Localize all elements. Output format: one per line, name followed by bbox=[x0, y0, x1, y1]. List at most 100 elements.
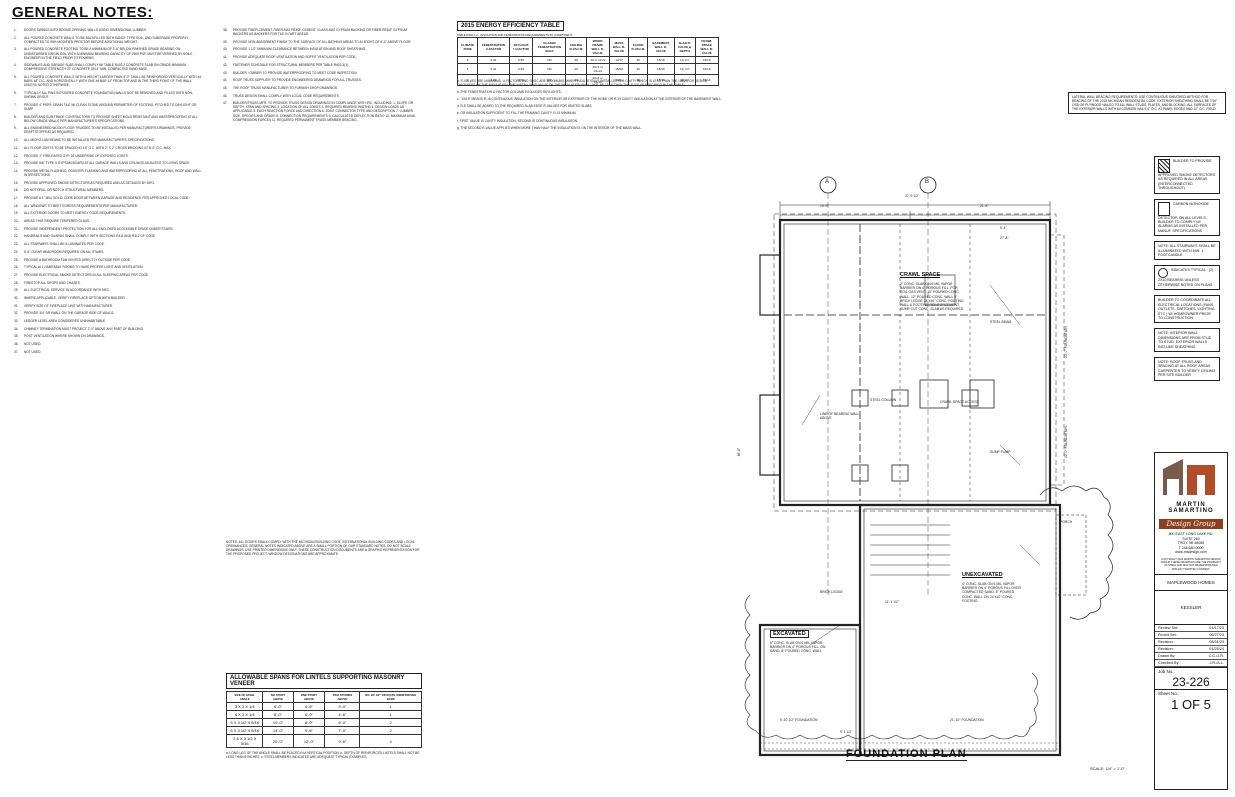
note-number: 42. bbox=[223, 62, 228, 67]
legend-item: NOTE: ALL STAIRWAYS SHALL BE ILLUMINATED… bbox=[1154, 241, 1220, 261]
address-line: www.msdesign.com bbox=[1175, 550, 1207, 555]
energy-note: e. OR INSULATION SUFFICIENT TO FILL THE … bbox=[457, 111, 577, 116]
address-line: 800 EAST LONG LAKE RD. bbox=[1168, 532, 1214, 536]
note-number: 10. bbox=[14, 138, 19, 143]
note-text: PROVIDE FIBER-CEMENT, FIBER-MAT REINF. C… bbox=[233, 28, 408, 37]
grid-label-a: A bbox=[825, 179, 830, 185]
note-text: ALL POURED CONCRETE WALLS WITH A HEIGHT … bbox=[24, 75, 202, 88]
note-text: BUILDER / OWNER TO PROVIDE WATERPROOFING… bbox=[233, 70, 358, 75]
note-text: ALL STAIRWAYS SHALL BE ILLUMINATED PER C… bbox=[24, 242, 105, 247]
lintel-cell: 12'-0" bbox=[292, 734, 326, 748]
energy-header-cell: MASS WALL R-VALUE bbox=[608, 37, 630, 57]
energy-header-cell: FENESTRATION U-FACTOR bbox=[477, 37, 510, 57]
note-text: PROVIDE 1 1/2" MINIMUM CLEARANCE BETWEEN… bbox=[233, 47, 367, 52]
revision-label: Revision: bbox=[1158, 646, 1174, 651]
note-number: 31. bbox=[14, 303, 19, 308]
note-item: 41.PROVIDE ADEQUATE ROOF VENTILATION AND… bbox=[223, 55, 419, 59]
revision-row: Drawn By:C.C./J.R. bbox=[1155, 653, 1227, 660]
note-item: 8.BUILDER AND SUB-TRADE CONTRACTORS TO P… bbox=[14, 115, 204, 123]
address-line: TROY, MI 48085 bbox=[1177, 541, 1205, 546]
job-label: Job No.: bbox=[1155, 666, 1227, 675]
lintels-section: ALLOWABLE SPANS FOR LINTELS SUPPORTING M… bbox=[225, 673, 422, 759]
lintel-cell: 9'-6" bbox=[292, 726, 326, 735]
energy-header-cell: GLAZED FENESTRATION SHGC bbox=[532, 37, 567, 57]
logo-line1: MARTIN bbox=[1176, 502, 1206, 508]
note-item: 6.TYPICALLY ALL PINS IN POURED CONCRETE … bbox=[14, 91, 204, 99]
revision-date: 01/25/24 bbox=[1209, 646, 1224, 651]
energy-cell: 10, 2 ft bbox=[673, 56, 696, 64]
label-dim-mid: 11'-1 1/2" bbox=[885, 600, 900, 604]
note-item: 17.PROVIDE A 1" MIN. SOLID CORE DOOR BET… bbox=[14, 196, 204, 200]
energy-cell: 30 bbox=[628, 56, 648, 64]
energy-cell: 30 bbox=[628, 63, 648, 75]
note-number: 9. bbox=[14, 126, 17, 131]
energy-cell: 15/19 bbox=[646, 74, 675, 86]
lintel-cell: 10'-0" bbox=[262, 718, 294, 727]
revision-date: 01/17/23 bbox=[1209, 625, 1224, 630]
note-text: TYPICAL ALL HABITABLE ROOMS TO HAVE PROP… bbox=[24, 265, 144, 270]
legend-text: CARBON MONOXIDE DETECTOR ON ALL LEVELS. … bbox=[1158, 201, 1209, 233]
energy-cell: 6 bbox=[456, 63, 479, 75]
legend-item: BUILDER TO COORDINATE ALL ELECTRICAL LOC… bbox=[1154, 295, 1220, 324]
note-text: LEDGER LEVEL AREA CONSIDERED UNINHABITAB… bbox=[24, 319, 107, 324]
logo-line2: SAMARTINO bbox=[1168, 508, 1214, 514]
note-item: 23.ALL STAIRWAYS SHALL BE ILLUMINATED PE… bbox=[14, 242, 204, 246]
general-notes-title: GENERAL NOTES: bbox=[12, 4, 153, 21]
general-notes-column-2: 38.PROVIDE FIBER-CEMENT, FIBER-MAT REINF… bbox=[223, 28, 419, 125]
note-text: ALL EXTERIOR DOORS TO MEET ENERGY CODE R… bbox=[24, 211, 127, 216]
note-number: 28. bbox=[14, 280, 19, 285]
legend-text: NOTE: ROOF TRUSS AND SPACING AT ALL ROOF… bbox=[1158, 359, 1216, 378]
energy-cell: 49 bbox=[565, 74, 587, 86]
lintel-cell: 4 bbox=[359, 734, 422, 748]
note-item: 32. PROVIDE 3/4" DRYWALL ON THE GARAGE SI… bbox=[14, 311, 204, 315]
note-text: BUILDER AND SUB-TRADE CONTRACTORS TO PRO… bbox=[24, 114, 198, 123]
note-text: AREAS THAT REQUIRE TEMPERED GLASS. bbox=[24, 219, 91, 224]
note-item: 38.PROVIDE FIBER-CEMENT, FIBER-MAT REINF… bbox=[223, 28, 419, 36]
note-text: ALL ELECTRICAL SERVICE IN ACCORDANCE WIT… bbox=[24, 288, 110, 293]
note-number: 27. bbox=[14, 272, 19, 277]
sheet-label: Sheet No.: bbox=[1155, 688, 1227, 697]
note-item: 40.PROVIDE 1 1/2" MINIMUM CLEARANCE BETW… bbox=[223, 47, 419, 51]
note-number: 30. bbox=[14, 295, 19, 300]
note-number: 1. bbox=[14, 28, 17, 32]
revision-row: Review Set:01/17/23 bbox=[1155, 625, 1227, 632]
crawl-space-notes: 2" CONC. SLAB ON 6 MIL VAPOR BARRIER ON … bbox=[900, 282, 965, 312]
note-text: ALL WINDOWS TO MEET EGRESS REQUIREMENTS … bbox=[24, 203, 138, 208]
revision-label: Permit Set: bbox=[1158, 632, 1177, 637]
note-text: PROVIDE NON-ABSORBENT FINISH TO THE SURF… bbox=[233, 39, 412, 44]
note-item: 26. TYPICAL ALL HABITABLE ROOMS TO HAVE P… bbox=[14, 265, 204, 269]
note-item: 4.SIDEWALKS AND GARAGE SLAB SHALL COMPLY… bbox=[14, 63, 204, 71]
lintel-cell: 1 bbox=[359, 710, 422, 719]
overall-dimension: 37'-9 1/2" bbox=[905, 194, 920, 198]
note-number: 39. bbox=[223, 39, 228, 44]
legend-text: BUILDER TO COORDINATE ALL ELECTRICAL LOC… bbox=[1158, 298, 1216, 320]
sheet-number: 1 OF 5 bbox=[1171, 696, 1211, 712]
energy-cell: 0.32 bbox=[477, 63, 510, 75]
note-text: NOT USED. bbox=[24, 342, 42, 347]
note-item: 31.VERIFY SIZE OF FIREPLACE UNIT WITH MA… bbox=[14, 304, 204, 308]
note-number: 5. bbox=[14, 75, 17, 80]
grid-label-b: B bbox=[925, 179, 930, 185]
note-text: PROVIDE ELECTRICAL SMOKE DETECTORS IN AL… bbox=[24, 272, 149, 277]
lintel-cell: 4'-6" bbox=[324, 710, 361, 719]
energy-section: 2015 ENERGY EFFICIENCY TABLE TABLE R402.… bbox=[456, 14, 720, 86]
co-icon bbox=[1158, 201, 1170, 216]
plan-legend: BUILDER TO PROVIDE APPROVED SMOKE DETECT… bbox=[1154, 156, 1220, 386]
note-item: 7.PROVIDE 4" PERF. DRAIN TILE W/ CLEAN S… bbox=[14, 103, 204, 111]
note-item: 42.FASTENER SCHEDULE FOR STRUCTURAL MEMB… bbox=[223, 63, 419, 67]
note-item: 35.POST VENTILATION WHERE SHOWN ON DRAWI… bbox=[14, 334, 204, 338]
note-number: 32. bbox=[14, 311, 19, 316]
energy-cell: 20 or 13+5 bbox=[585, 56, 610, 64]
note-item: 2.ALL POURED CONCRETE WALLS TO BE BACKFI… bbox=[14, 36, 204, 44]
note-text: PROVIDE 3/4" DRYWALL ON THE GARAGE SIDE … bbox=[24, 311, 115, 316]
note-number: 26. bbox=[14, 265, 19, 270]
note-number: 4. bbox=[14, 63, 17, 68]
note-number: 7. bbox=[14, 102, 17, 107]
energy-cell: 15/19 bbox=[694, 74, 720, 86]
note-item: 16.DO NOT DRILL OR NOTCH STRUCTURAL MEMB… bbox=[14, 188, 204, 192]
energy-table-title: 2015 ENERGY EFFICIENCY TABLE bbox=[457, 21, 564, 31]
foundation-plan-drawing bbox=[744, 176, 1114, 757]
energy-note: b. THE FENESTRATION U-FACTOR COLUMN EXCL… bbox=[457, 90, 562, 95]
